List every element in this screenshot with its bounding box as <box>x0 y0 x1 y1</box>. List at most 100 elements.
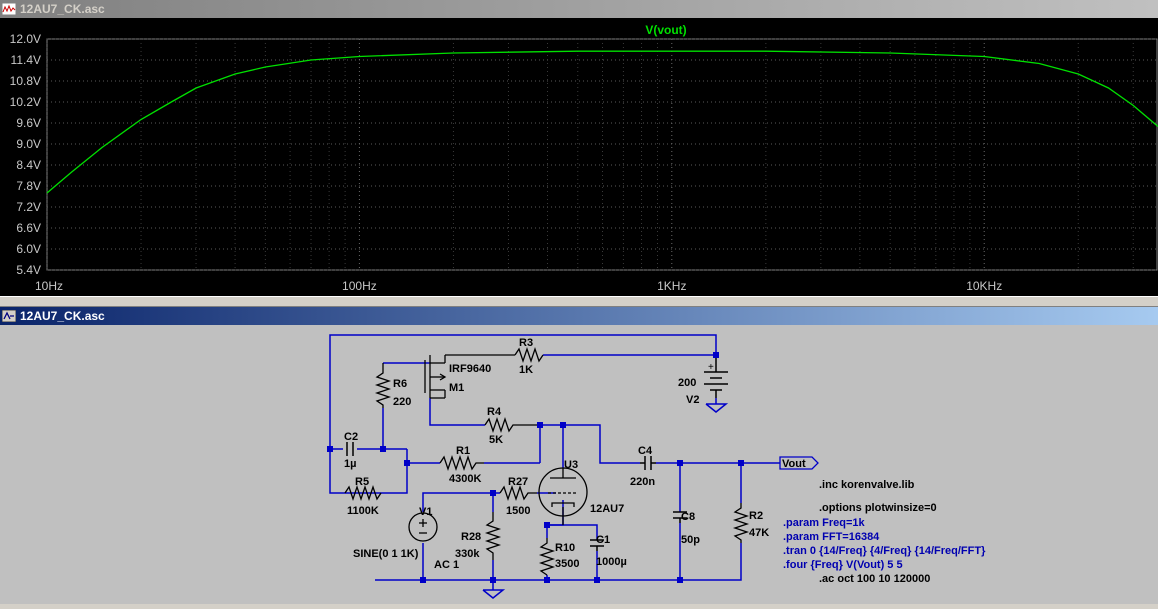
u3-part[interactable]: 12AU7 <box>590 503 624 515</box>
directive-options[interactable]: .options plotwinsize=0 <box>819 502 937 514</box>
schematic-pane[interactable]: + <box>0 325 1158 604</box>
y-tick-label: 10.2V <box>10 95 41 109</box>
u3-ref[interactable]: U3 <box>564 459 578 471</box>
r2-ref[interactable]: R2 <box>749 510 763 522</box>
c1-symbol <box>590 539 604 551</box>
c2-ref[interactable]: C2 <box>344 431 358 443</box>
y-tick-label: 9.6V <box>16 116 41 130</box>
y-tick-label: 8.4V <box>16 158 41 172</box>
r28-symbol <box>484 512 502 560</box>
x-tick-label: 10Hz <box>35 279 63 293</box>
v2-ref[interactable]: V2 <box>686 394 699 406</box>
triode-u3-symbol <box>538 467 588 525</box>
r27-symbol <box>499 484 537 502</box>
c2-value[interactable]: 1µ <box>344 458 356 470</box>
r2-symbol <box>732 503 750 543</box>
r28-ref[interactable]: R28 <box>461 531 481 543</box>
r4-symbol <box>484 416 540 434</box>
r4-value[interactable]: 5K <box>489 434 503 446</box>
y-tick-label: 7.8V <box>16 179 41 193</box>
c8-ref[interactable]: C8 <box>681 511 695 523</box>
c4-symbol <box>640 456 656 470</box>
schematic-window-titlebar[interactable]: 12AU7_CK.asc <box>0 307 1158 325</box>
y-tick-label: 11.4V <box>11 53 41 67</box>
schematic-window-title: 12AU7_CK.asc <box>20 309 105 323</box>
r5-ref[interactable]: R5 <box>355 476 369 488</box>
c1-value[interactable]: 1000µ <box>596 556 627 568</box>
plot-window-title: 12AU7_CK.asc <box>20 2 105 16</box>
c1-ref[interactable]: C1 <box>596 534 610 546</box>
r5-value[interactable]: 1100K <box>347 505 379 517</box>
schematic-icon <box>2 310 16 322</box>
directive-ac[interactable]: .ac oct 100 10 120000 <box>819 573 930 585</box>
directive-param-fft[interactable]: .param FFT=16384 <box>783 531 880 543</box>
resistor-symbols <box>344 346 750 576</box>
r1-value[interactable]: 4300K <box>449 473 481 485</box>
vout-net-label[interactable]: Vout <box>779 456 819 470</box>
waveform-plot-pane[interactable]: 12.0V 11.4V 10.8V 10.2V 9.6V 9.0V 8.4V 7.8V 7.2V… <box>0 18 1158 296</box>
x-tick-label: 100Hz <box>342 279 377 293</box>
spice-directives: .inc korenvalve.lib .options plotwinsize… <box>783 479 986 585</box>
r28-value[interactable]: 330k <box>455 548 480 560</box>
v1-value[interactable]: SINE(0 1 1K) <box>353 548 419 560</box>
r6-ref[interactable]: R6 <box>393 378 407 390</box>
junction-dots <box>327 352 744 583</box>
r1-symbol <box>439 454 484 472</box>
c2-symbol <box>346 442 354 456</box>
r5-symbol <box>344 484 382 502</box>
r3-value[interactable]: 1K <box>519 364 533 376</box>
ground-icon <box>482 589 506 599</box>
r27-value[interactable]: 1500 <box>506 505 530 517</box>
r27-ref[interactable]: R27 <box>508 476 528 488</box>
r3-symbol <box>514 346 544 364</box>
r3-ref[interactable]: R3 <box>519 337 533 349</box>
directive-include[interactable]: .inc korenvalve.lib <box>819 479 915 491</box>
voltage-source-v1-symbol <box>408 512 438 542</box>
v2-value[interactable]: 200 <box>678 377 696 389</box>
r10-value[interactable]: 3500 <box>555 558 579 570</box>
r4-ref[interactable]: R4 <box>487 406 502 418</box>
capacitor-symbols <box>346 442 687 551</box>
c4-value[interactable]: 220n <box>630 476 655 488</box>
x-tick-label: 1KHz <box>657 279 686 293</box>
plot-window-titlebar[interactable]: 12AU7_CK.asc <box>0 0 1158 18</box>
mosfet-m1-symbol <box>424 354 515 399</box>
directive-tran[interactable]: .tran 0 {14/Freq} {4/Freq} {14/Freq/FFT} <box>783 545 986 557</box>
trace-layer <box>46 50 1158 194</box>
waveform-chart[interactable]: 12.0V 11.4V 10.8V 10.2V 9.6V 9.0V 8.4V 7.8V 7.2V… <box>0 18 1158 296</box>
schematic-canvas[interactable]: + <box>0 325 1158 604</box>
y-tick-label: 9.0V <box>16 137 41 151</box>
y-tick-label: 6.6V <box>16 221 41 235</box>
m1-ref[interactable]: M1 <box>449 382 464 394</box>
v1-ac[interactable]: AC 1 <box>434 559 459 571</box>
ground-symbols <box>482 403 729 599</box>
r10-ref[interactable]: R10 <box>555 542 575 554</box>
trace-label[interactable]: V(vout) <box>645 23 686 37</box>
svg-text:Vout: Vout <box>782 458 806 470</box>
pane-separator[interactable] <box>0 296 1158 307</box>
r6-symbol <box>374 363 392 408</box>
y-tick-label: 7.2V <box>16 200 41 214</box>
trace-vout[interactable] <box>46 50 1158 194</box>
r10-symbol <box>538 538 556 576</box>
c8-value[interactable]: 50p <box>681 534 700 546</box>
m1-part[interactable]: IRF9640 <box>449 363 491 375</box>
v1-ref[interactable]: V1 <box>419 506 432 518</box>
svg-text:+: + <box>708 362 714 373</box>
r1-ref[interactable]: R1 <box>456 445 470 457</box>
directive-four[interactable]: .four {Freq} V(Vout) 5 5 <box>783 559 903 571</box>
component-labels: R3 1K IRF9640 M1 R6 220 200 V2 R4 5K C2 … <box>344 337 769 571</box>
x-tick-label: 10KHz <box>966 279 1002 293</box>
battery-v2-symbol: + <box>704 355 728 398</box>
y-tick-label: 5.4V <box>16 263 41 277</box>
ground-icon <box>705 403 729 413</box>
c4-ref[interactable]: C4 <box>638 445 653 457</box>
plot-grid <box>46 38 1158 271</box>
y-tick-label: 12.0V <box>10 32 41 46</box>
r2-value[interactable]: 47K <box>749 527 769 539</box>
y-tick-label: 10.8V <box>10 74 41 88</box>
plot-axes: 12.0V 11.4V 10.8V 10.2V 9.6V 9.0V 8.4V 7.8V 7.2V… <box>10 32 1003 293</box>
r6-value[interactable]: 220 <box>393 396 411 408</box>
directive-param-freq[interactable]: .param Freq=1k <box>783 517 866 529</box>
waveform-icon <box>2 3 16 15</box>
